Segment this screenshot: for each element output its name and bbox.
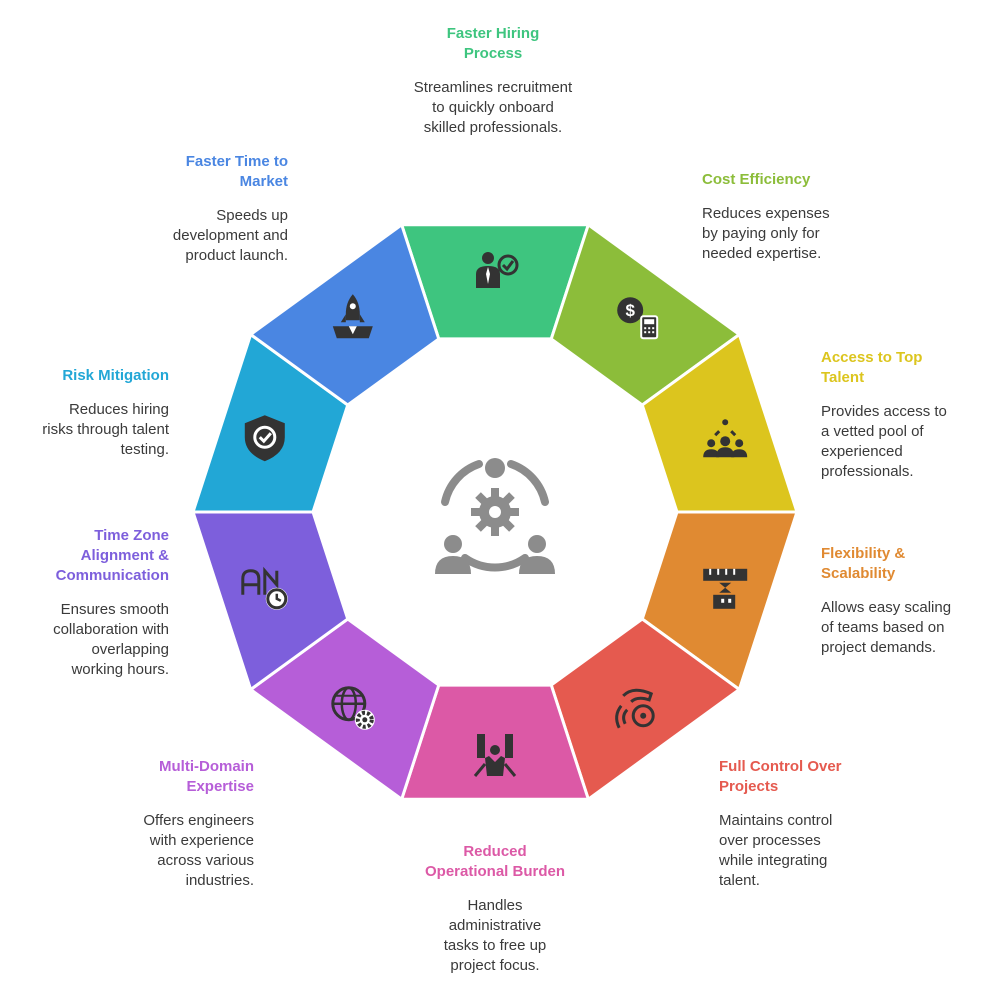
team-gear-icon — [435, 458, 555, 574]
hand-controller-icon — [615, 688, 655, 729]
item-title: Access to Top Talent — [821, 349, 923, 386]
globe-gear-icon — [331, 686, 375, 730]
item-description: Offers engineers with experience across … — [143, 812, 254, 889]
item-title: Full Control Over Projects — [719, 758, 842, 795]
rocket-launch-icon — [332, 294, 373, 339]
item-description: Streamlines recruitment to quickly onboa… — [413, 79, 573, 136]
person-lifted-icon — [473, 734, 517, 777]
item-title: Risk Mitigation — [62, 367, 169, 384]
translate-clock-icon — [241, 566, 288, 610]
item-description: Ensures smooth collaboration with overla… — [53, 601, 169, 678]
item-title: Reduced Operational Burden — [424, 843, 566, 880]
item-title: Faster Time to Market — [185, 153, 288, 190]
item-title: Cost Efficiency — [702, 171, 811, 188]
item-title: Time Zone Alignment & Communication — [55, 527, 169, 584]
item-description: Provides access to a vetted pool of expe… — [821, 403, 947, 480]
recruiter-check-icon — [476, 252, 519, 288]
item-description: Maintains control over processes while i… — [719, 812, 833, 889]
svg-text:$: $ — [625, 301, 635, 320]
item-description: Allows easy scaling of teams based on pr… — [821, 599, 952, 656]
item-title: Faster Hiring Process — [446, 25, 540, 62]
segment-faster-time — [248, 222, 441, 407]
item-title: Flexibility & Scalability — [821, 545, 906, 582]
shield-check-icon — [244, 415, 285, 462]
item-description: Reduces hiring risks through talent test… — [42, 401, 169, 458]
item-description: Handles administrative tasks to free up … — [443, 897, 547, 974]
talent-pool-icon — [703, 419, 748, 458]
item-description: Reduces expenses by paying only for need… — [702, 205, 830, 262]
ruler-blocks-icon — [703, 568, 748, 609]
item-description: Speeds up development and product launch… — [172, 207, 288, 264]
item-title: Multi-Domain Expertise — [159, 758, 254, 795]
coin-calculator-icon: $ — [617, 297, 659, 340]
